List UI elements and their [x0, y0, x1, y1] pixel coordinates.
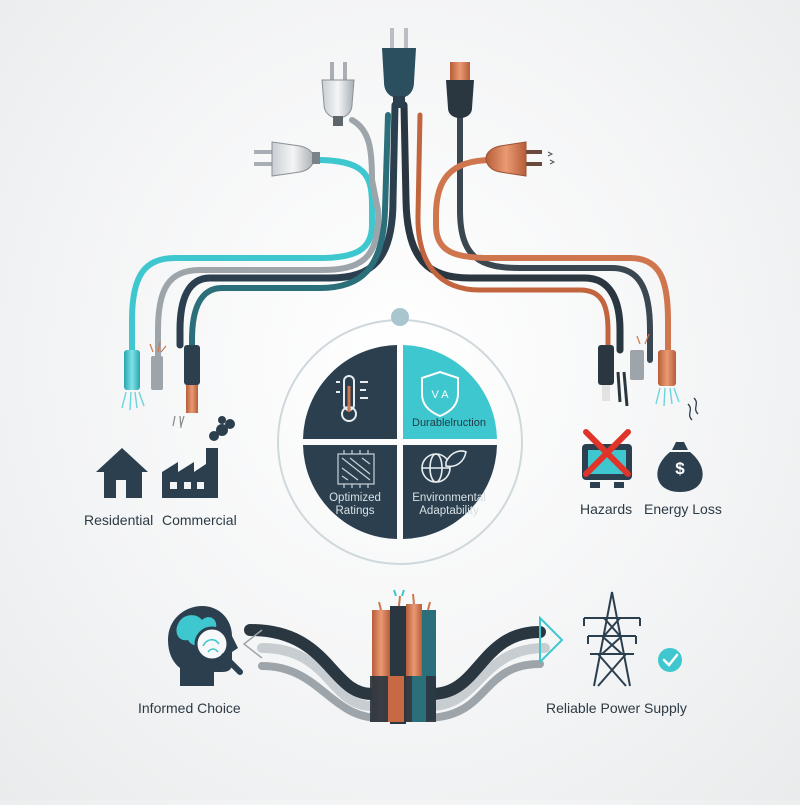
- quadrant-bottom-left-line1: Optimized: [329, 492, 381, 504]
- quadrant-top-right-label: Durablelruction: [412, 417, 486, 429]
- arrow-right: [539, 615, 564, 665]
- center-quadrant-diagram: [277, 308, 523, 565]
- money-bag-icon: [657, 397, 703, 492]
- thermometer-icon: [336, 375, 368, 422]
- quadrant-top-right: [403, 345, 497, 439]
- globe-leaf-icon: [421, 450, 467, 483]
- head-magnifier-icon: [168, 606, 243, 686]
- reliable-power-supply-label: Reliable Power Supply: [546, 700, 687, 716]
- house-icon: [96, 448, 148, 498]
- informed-choice-label: Informed Choice: [138, 700, 241, 716]
- no-tv-icon: [582, 429, 632, 488]
- frayed-cable-ends-right: [598, 333, 680, 407]
- plug-icon-ethernet: [446, 62, 474, 118]
- plug-icon-center: [382, 28, 416, 108]
- shield-icon: [421, 370, 459, 418]
- hazards-label: Hazards: [580, 501, 633, 517]
- residential-label: Residential: [84, 512, 154, 528]
- quadrant-bottom-right-line2: Adaptability: [419, 505, 479, 517]
- plug-icon-left: [254, 141, 320, 177]
- commercial-label: Commercial: [162, 512, 237, 528]
- factory-icon: [162, 416, 235, 498]
- cable-bundle: [129, 101, 671, 365]
- bottom-cable-bundle: [244, 624, 550, 722]
- energy-loss-label: Energy Loss: [644, 501, 722, 517]
- plug-icon-right: [485, 141, 556, 177]
- power-tower-icon: [583, 591, 641, 687]
- shield-letters: V A: [431, 389, 449, 401]
- cable-cross-section: [370, 589, 436, 724]
- arrow-left: [242, 629, 263, 659]
- dollar-sign: $: [675, 459, 685, 478]
- quadrant-bottom-left-line2: Ratings: [335, 505, 375, 517]
- frayed-cable-ends-left: [121, 341, 200, 429]
- check-icon: [658, 648, 682, 672]
- quadrant-bottom-right-line1: Environmental: [412, 492, 486, 504]
- chip-icon: [337, 450, 375, 488]
- plug-icon-grey: [321, 62, 355, 126]
